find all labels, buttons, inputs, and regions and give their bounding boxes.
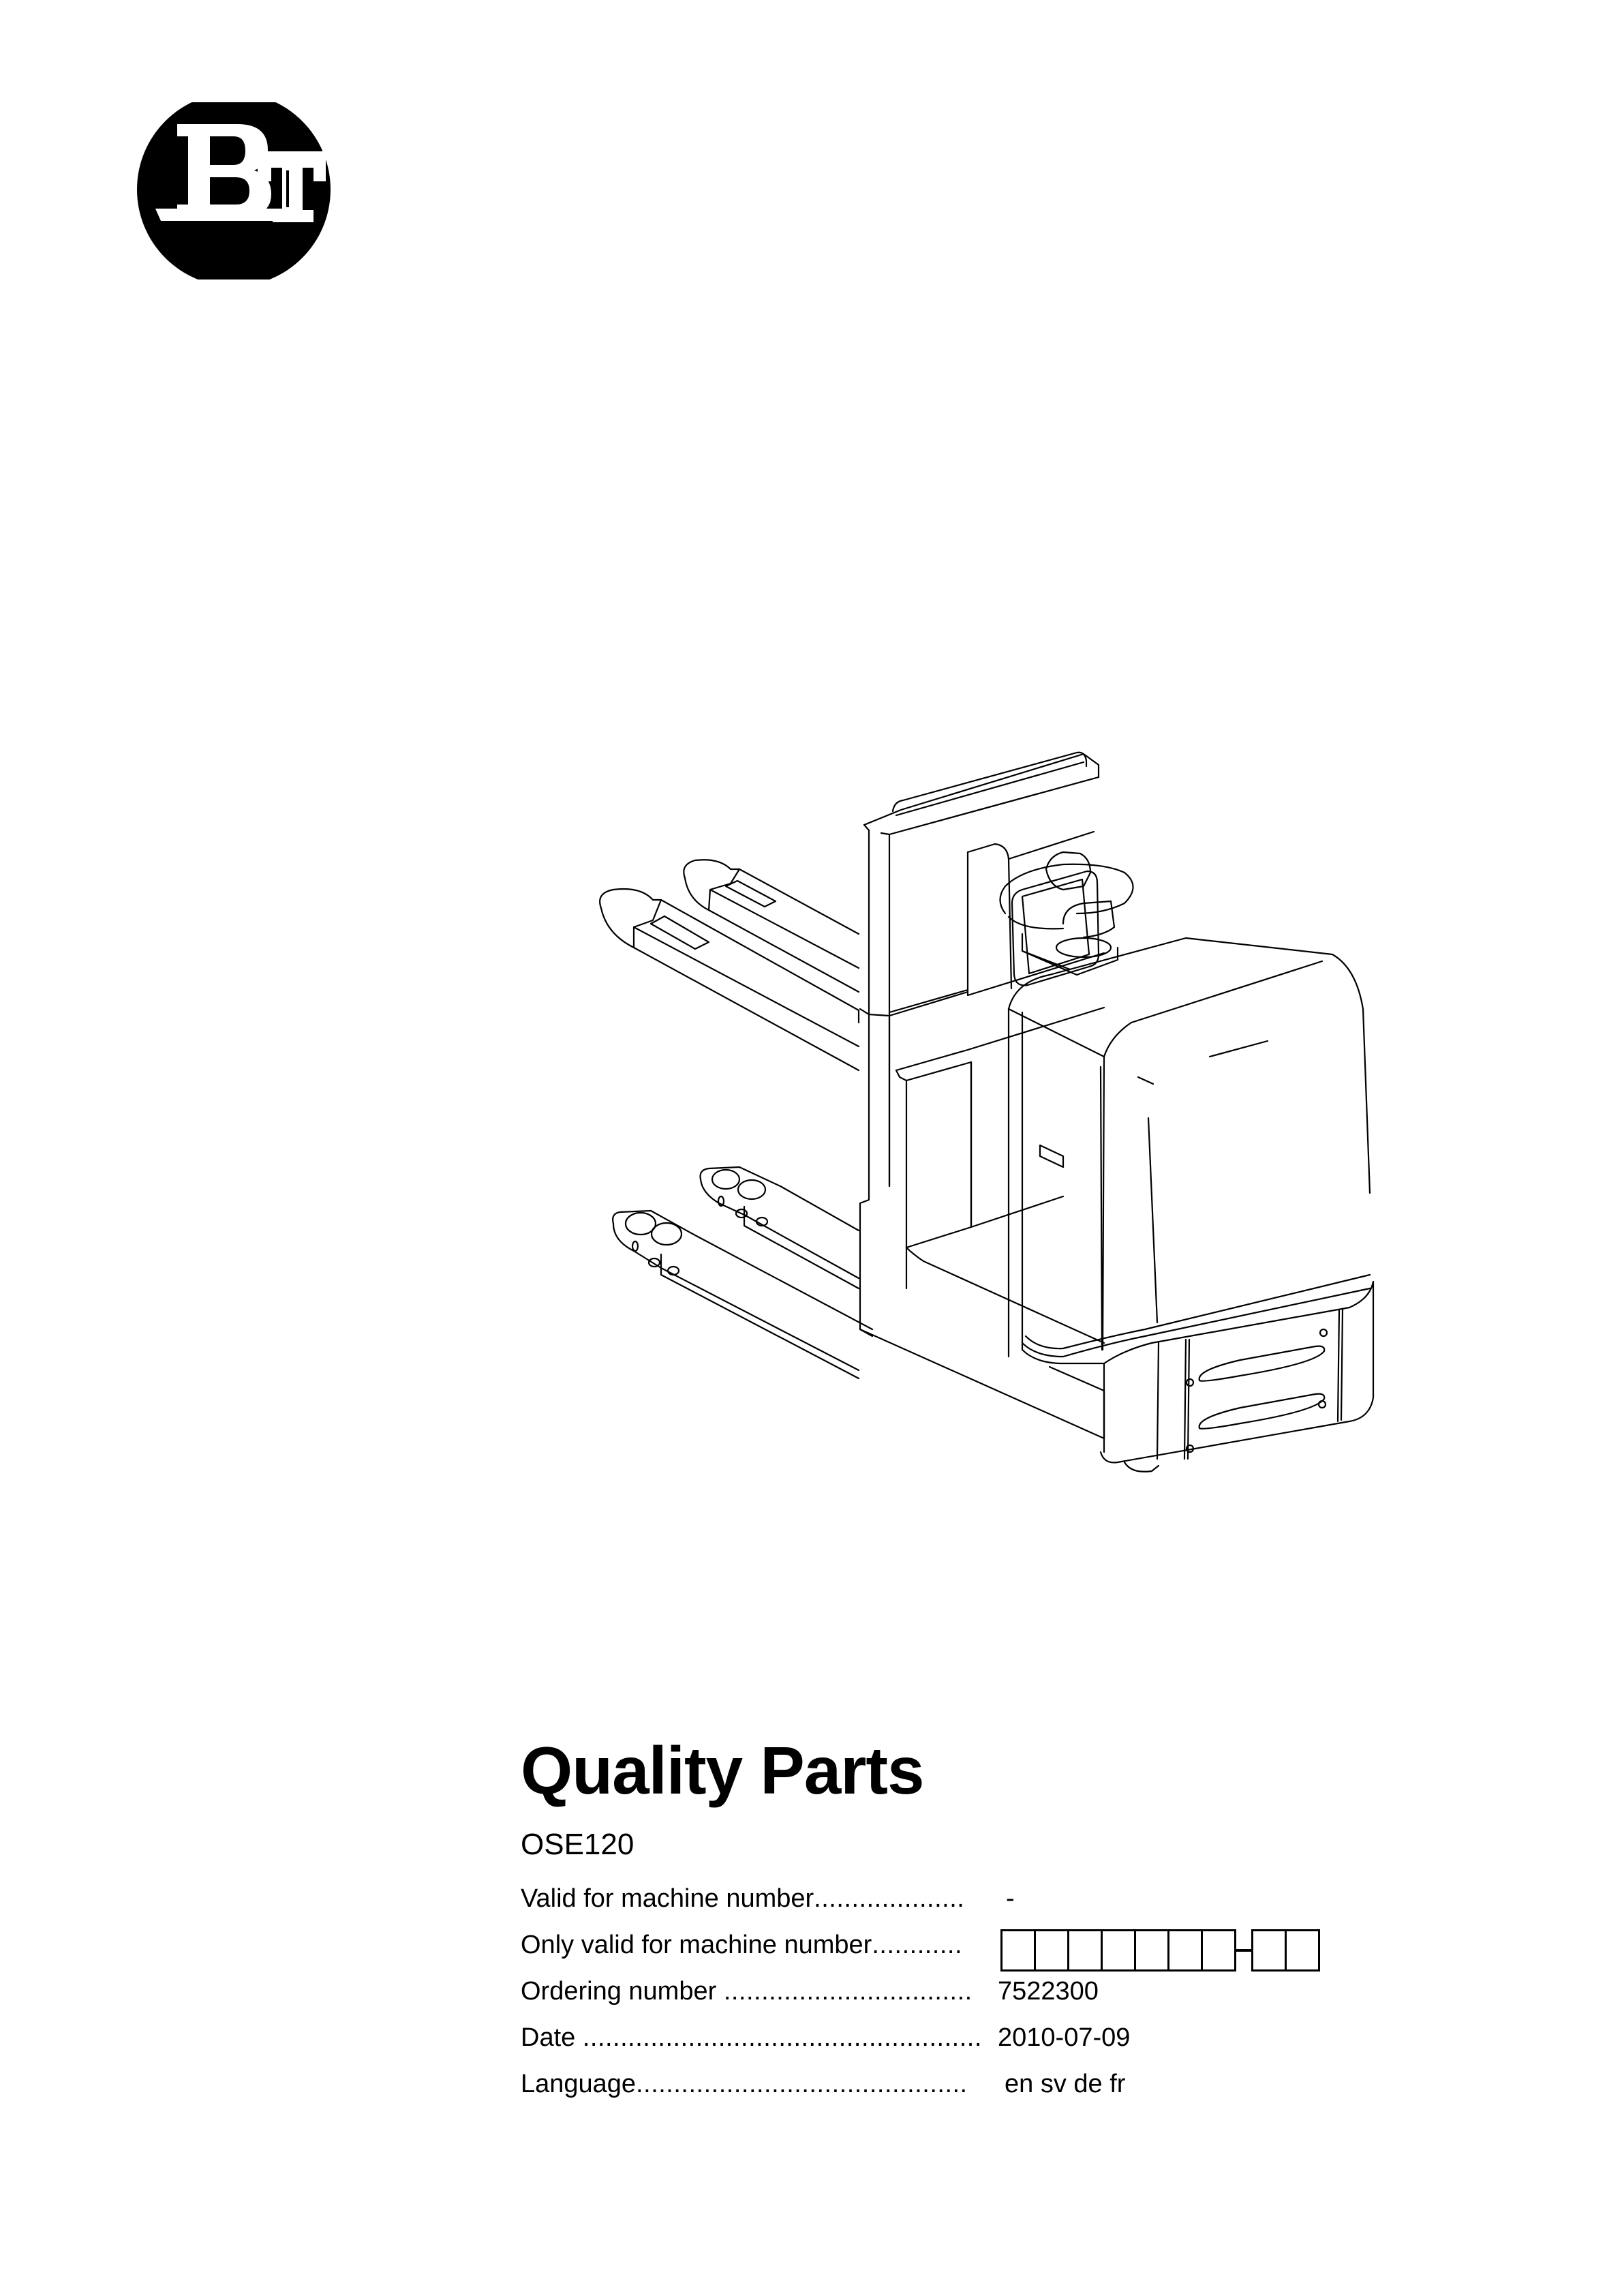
cover-grille-icon	[1198, 1345, 1326, 1430]
field-label: Valid for machine number	[521, 1884, 814, 1913]
field-label: Only valid for machine number	[521, 1931, 872, 1959]
document-title: Quality Parts	[521, 1733, 925, 1808]
leader-dots: ........................................…	[582, 2023, 982, 2052]
leader-dots: ....................	[814, 1884, 965, 1913]
upper-fork-left-icon	[599, 888, 860, 1072]
digit-box	[1000, 1929, 1036, 1972]
field-only-valid-machine-number: Only valid for machine number...........…	[521, 1929, 1407, 1978]
digit-box	[1101, 1929, 1136, 1972]
field-label: Date	[521, 2023, 583, 2052]
digit-box	[1067, 1929, 1103, 1972]
steering-tiller-icon	[999, 851, 1134, 976]
field-value: -	[1006, 1884, 1015, 1913]
model-name: OSE120	[521, 1828, 634, 1861]
leader-dots: ........................................…	[636, 2070, 968, 2098]
field-value: 7522300	[998, 1977, 1099, 2006]
digit-box	[1285, 1929, 1320, 1972]
lower-fork-right-icon	[699, 1166, 860, 1290]
leader-dots: .................................	[723, 1977, 973, 2006]
field-value: 2010-07-09	[998, 2023, 1131, 2052]
bt-logo-icon	[137, 102, 331, 280]
field-value: en sv de fr	[1005, 2070, 1126, 2098]
digit-box	[1034, 1929, 1069, 1972]
upper-fork-right-icon	[683, 859, 860, 993]
order-picker-truck-illustration	[599, 751, 1375, 1472]
leader-dots: ............	[872, 1931, 963, 1959]
machine-number-boxes	[1000, 1929, 1320, 1972]
document-info-fields: Valid for machine number................…	[521, 1886, 1407, 2117]
digit-box	[1167, 1929, 1203, 1972]
field-label: Ordering number	[521, 1977, 724, 2006]
field-valid-machine-number: Valid for machine number................…	[521, 1886, 1407, 1932]
field-date: Date ...................................…	[521, 2025, 1407, 2071]
hyphen-separator	[1236, 1949, 1252, 1952]
lower-fork-left-icon	[612, 1209, 874, 1380]
field-language: Language................................…	[521, 2071, 1407, 2117]
digit-box	[1201, 1929, 1236, 1972]
field-label: Language	[521, 2070, 637, 2098]
digit-box	[1251, 1929, 1287, 1972]
field-ordering-number: Ordering number ........................…	[521, 1978, 1407, 2025]
digit-box	[1134, 1929, 1169, 1972]
